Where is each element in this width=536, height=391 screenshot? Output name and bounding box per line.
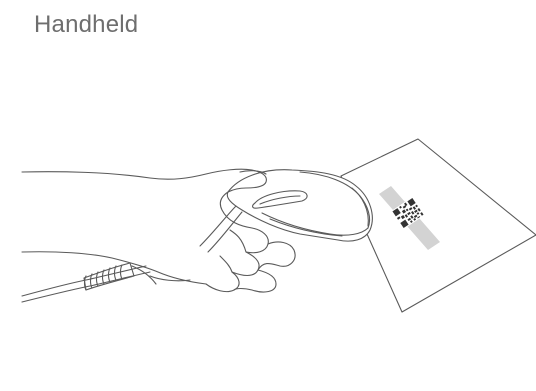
cable-strain-relief [84, 263, 134, 290]
barcode-scanner [200, 170, 372, 252]
scanner-cable [22, 263, 150, 302]
hand [22, 169, 295, 292]
